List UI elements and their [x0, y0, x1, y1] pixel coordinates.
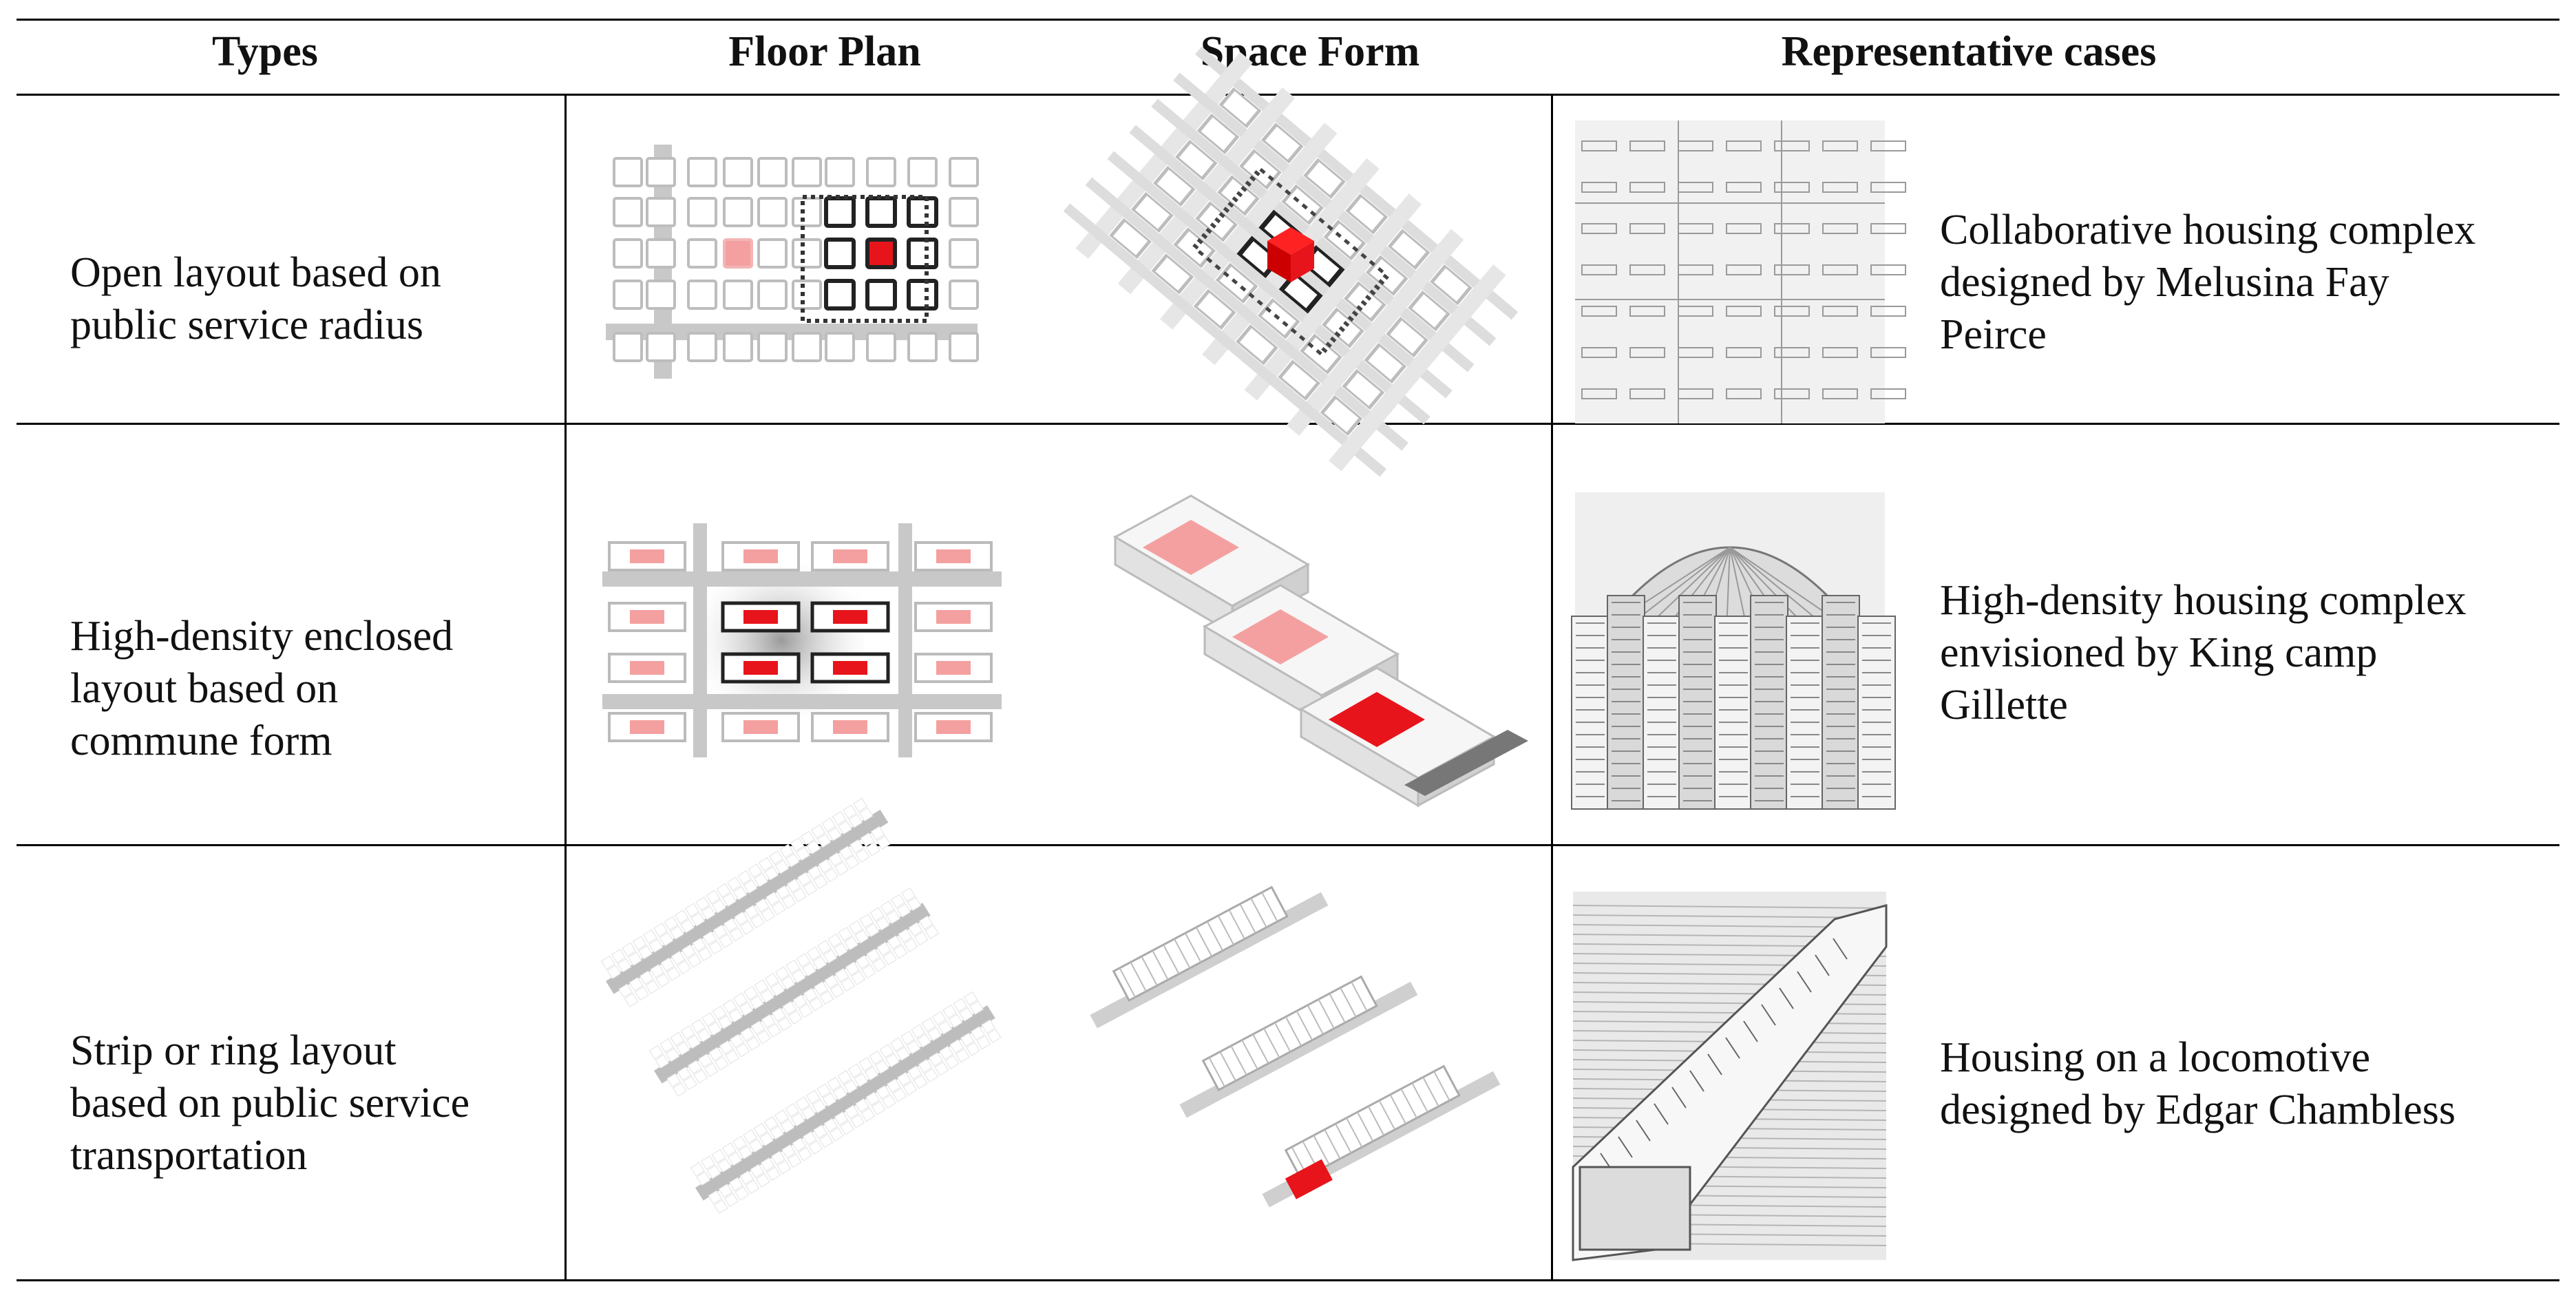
table-bottom-rule — [17, 1279, 2559, 1281]
row1-type: Open layout based on public service radi… — [70, 249, 441, 348]
column-divider-right — [1551, 94, 1553, 1281]
row2-case-text: High-density housing complex envisioned … — [1940, 577, 2467, 728]
red-block-3d — [1267, 227, 1314, 282]
column-divider-left — [564, 94, 567, 1281]
row3-floor-plan-diagram — [600, 797, 1002, 1214]
row3-case-text: Housing on a locomotive designed by Edga… — [1940, 1034, 2456, 1133]
row1-case-text: Collaborative housing complex designed b… — [1940, 207, 2476, 358]
row1-space-form-diagram — [1063, 46, 1519, 477]
table-top-rule — [17, 19, 2559, 21]
header-floor-plan: Floor Plan — [728, 28, 921, 75]
row1-case-image — [1575, 120, 1906, 423]
row2-type: High-density enclosed layout based on co… — [70, 613, 454, 764]
row3-type: Strip or ring layout based on public ser… — [70, 1027, 470, 1179]
row1-floor-plan-diagram — [606, 145, 979, 379]
header-representative-cases: Representative cases — [1781, 28, 2157, 75]
row2-space-form-diagram — [1112, 494, 1528, 808]
row2-floor-plan-diagram — [602, 523, 1002, 757]
row2-bottom-rule — [17, 844, 2559, 846]
header-types: Types — [212, 28, 318, 75]
row3-case-image — [1572, 892, 1888, 1261]
row2-case-image — [1571, 492, 1896, 810]
row3-space-form-diagram — [1090, 885, 1501, 1208]
